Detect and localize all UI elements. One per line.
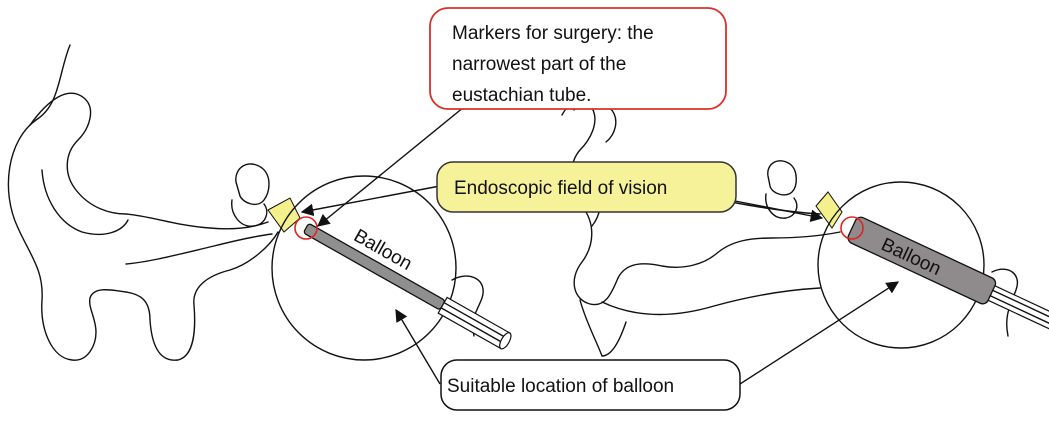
markers-callout: Markers for surgery: the narrowest part … [430,8,726,109]
left-ear-anatomy [8,45,300,360]
arrow-field-to-left [302,186,440,212]
left-ossicle-upper [236,164,269,204]
endoscopic-callout: Endoscopic field of vision [437,162,736,212]
markers-callout-line-2: narrowest part of the [452,54,626,75]
right-balloon-assembly: Balloon [846,215,1049,335]
suitable-callout-text: Suitable location of balloon [447,376,674,397]
arrow-field-to-right [730,200,822,218]
left-endoscopic-circle [272,176,456,360]
suitable-callout: Suitable location of balloon [441,360,740,410]
right-ossicle-lower [766,194,797,218]
markers-callout-line-1: Markers for surgery: the [452,23,654,44]
arrow-suitable-to-right [740,282,898,384]
markers-callout-line-3: eustachian tube. [452,85,591,106]
right-ossicle-upper [768,161,796,195]
right-lower-tissue [602,288,820,315]
left-concha [42,170,128,234]
right-ear-anatomy [562,101,842,356]
left-balloon-assembly: Balloon [302,203,524,351]
left-auricle-outline [8,45,278,360]
arrow-suitable-to-left [396,310,440,384]
endoscopic-callout-text: Endoscopic field of vision [454,178,667,199]
